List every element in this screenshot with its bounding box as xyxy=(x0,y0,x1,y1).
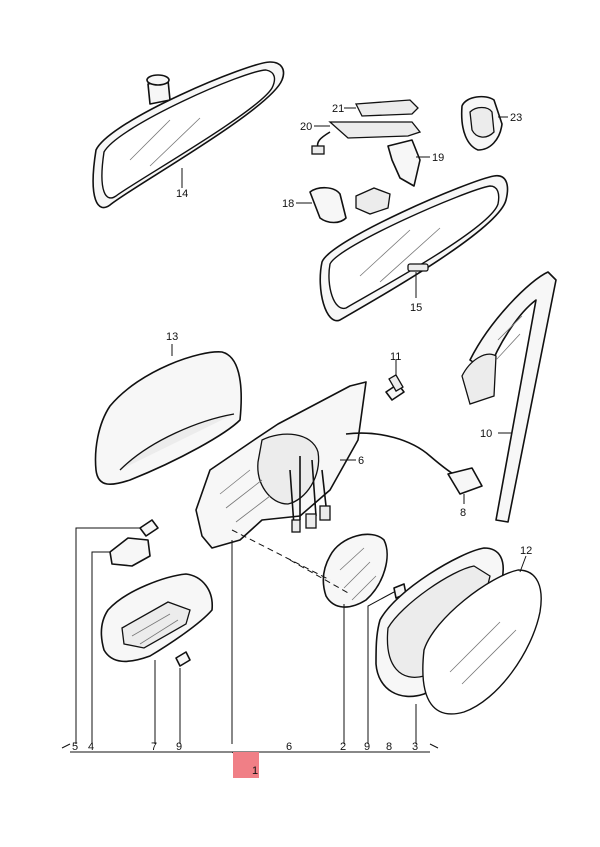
part-11-screw[interactable] xyxy=(385,360,405,401)
mirror-14-glass xyxy=(101,69,276,199)
callout-21[interactable]: 21 xyxy=(332,103,344,115)
callout-20[interactable]: 20 xyxy=(300,121,312,133)
mirror-mount-cap xyxy=(146,74,170,86)
part-5-bulb[interactable] xyxy=(139,519,159,537)
callout-14[interactable]: 14 xyxy=(176,188,188,200)
callout-7[interactable]: 7 xyxy=(151,741,157,753)
part-10-seal-strip[interactable] xyxy=(461,271,557,523)
callout-6-top[interactable]: 6 xyxy=(358,455,364,467)
callout-9-right[interactable]: 9 xyxy=(364,741,370,753)
item-1-highlight xyxy=(233,752,259,778)
connector-a xyxy=(305,513,317,529)
connector-c xyxy=(291,519,301,533)
part-21-bracket[interactable] xyxy=(344,99,419,117)
callout-18[interactable]: 18 xyxy=(282,198,294,210)
connector-b xyxy=(319,505,331,521)
callout-8-top[interactable]: 8 xyxy=(460,507,466,519)
callout-6-bottom[interactable]: 6 xyxy=(286,741,292,753)
callout-12[interactable]: 12 xyxy=(520,545,532,557)
mirror-15-glass xyxy=(328,185,500,309)
callout-23[interactable]: 23 xyxy=(510,112,522,124)
callout-19[interactable]: 19 xyxy=(432,152,444,164)
part-6-mirror-base[interactable] xyxy=(195,381,367,549)
leader-lines xyxy=(61,527,439,763)
mirror-base-clip[interactable] xyxy=(355,187,391,215)
part-2-adjust-motor[interactable] xyxy=(322,533,388,608)
callout-5[interactable]: 5 xyxy=(72,741,78,753)
callout-9-left[interactable]: 9 xyxy=(176,741,182,753)
part-14-interior-mirror[interactable] xyxy=(92,61,285,209)
part-19-clip[interactable] xyxy=(387,139,430,187)
part-9-screw-a[interactable] xyxy=(175,651,191,667)
callout-13[interactable]: 13 xyxy=(166,331,178,343)
internal-wires xyxy=(289,456,327,527)
part-8-connector[interactable] xyxy=(345,432,483,504)
callout-10[interactable]: 10 xyxy=(480,428,492,440)
callout-3[interactable]: 3 xyxy=(412,741,418,753)
callout-1[interactable]: 1 xyxy=(252,765,258,777)
mirror-15-indicator xyxy=(407,263,429,272)
motor-housing xyxy=(257,433,320,505)
assembly-line-b xyxy=(289,559,351,595)
callout-4[interactable]: 4 xyxy=(88,741,94,753)
assembly-line-a xyxy=(231,529,331,581)
part-12-mirror-glass[interactable] xyxy=(422,555,542,715)
part-20-sensor-clip[interactable] xyxy=(311,121,422,155)
callout-8-bottom[interactable]: 8 xyxy=(386,741,392,753)
connector-8-body xyxy=(447,467,483,495)
part-13-mirror-cap[interactable] xyxy=(94,344,242,486)
part-23-sensor-cover[interactable] xyxy=(460,95,508,151)
callout-15[interactable]: 15 xyxy=(410,302,422,314)
part-15-interior-mirror[interactable] xyxy=(319,175,509,322)
part-4-lamp[interactable] xyxy=(109,537,151,567)
part-7-lower-cover[interactable] xyxy=(100,573,213,663)
callout-labels: 14 21 20 19 18 23 15 13 11 10 6 8 12 5 4… xyxy=(72,103,532,777)
callout-2[interactable]: 2 xyxy=(340,741,346,753)
callout-11[interactable]: 11 xyxy=(390,351,401,363)
part-18-cover[interactable] xyxy=(296,186,347,224)
